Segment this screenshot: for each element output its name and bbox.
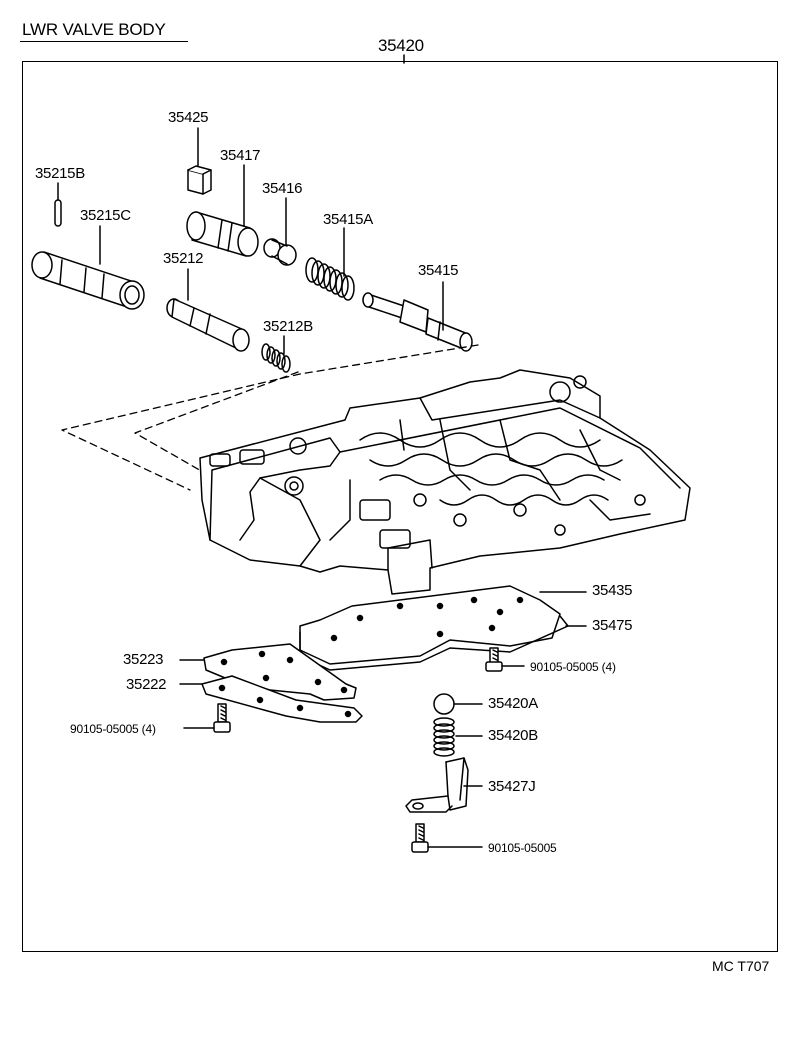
part-35425-valve-plug: [187, 165, 212, 195]
part-35212-valve: [166, 298, 250, 352]
label-35215B: 35215B: [35, 165, 85, 182]
alignment-line-outer: [61, 344, 479, 491]
part-35416-retainer: [263, 238, 297, 266]
part-bolt-left: [213, 703, 231, 733]
part-35415A-spring: [305, 257, 355, 301]
label-35425: 35425: [168, 109, 209, 126]
part-35215C-sleeve: [31, 251, 145, 310]
part-35420B-spring: [433, 717, 455, 757]
label-35435: 35435: [592, 582, 633, 599]
part-35435-plate: [299, 585, 561, 665]
label-35415A: 35415A: [323, 211, 373, 228]
title-underline: [20, 41, 188, 42]
part-35212B-spring: [261, 343, 291, 373]
label-35222: 35222: [126, 676, 167, 693]
alignment-line-inner: [134, 371, 299, 477]
label-bolt-bottom: 90105-05005: [488, 841, 557, 855]
label-assembly-35420: 35420: [378, 36, 424, 55]
figure-code: MC T707: [712, 958, 770, 974]
label-35223: 35223: [123, 651, 164, 668]
part-35222-gasket: [201, 675, 363, 723]
label-35417: 35417: [220, 147, 261, 164]
label-35212B: 35212B: [263, 318, 313, 335]
part-35420A-ball: [433, 693, 455, 715]
label-bolt-left: 90105-05005 (4): [70, 722, 156, 736]
part-35215B-pin: [54, 199, 62, 227]
label-35415: 35415: [418, 262, 459, 279]
label-35420B: 35420B: [488, 727, 538, 744]
label-35420A: 35420A: [488, 695, 538, 712]
label-35416: 35416: [262, 180, 303, 197]
assembly-frame: [22, 61, 778, 952]
part-bolt-bottom: [411, 823, 429, 853]
label-35475: 35475: [592, 617, 633, 634]
label-bolt-right: 90105-05005 (4): [530, 660, 616, 674]
part-35417-piston: [186, 211, 259, 257]
part-35415-valve: [362, 292, 473, 352]
part-lower-valve-body-casting: [199, 369, 691, 595]
diagram-title: LWR VALVE BODY: [22, 20, 166, 39]
label-35215C: 35215C: [80, 207, 131, 224]
label-35427J: 35427J: [488, 778, 536, 795]
part-35427J-bracket: [405, 757, 469, 813]
label-35212: 35212: [163, 250, 204, 267]
